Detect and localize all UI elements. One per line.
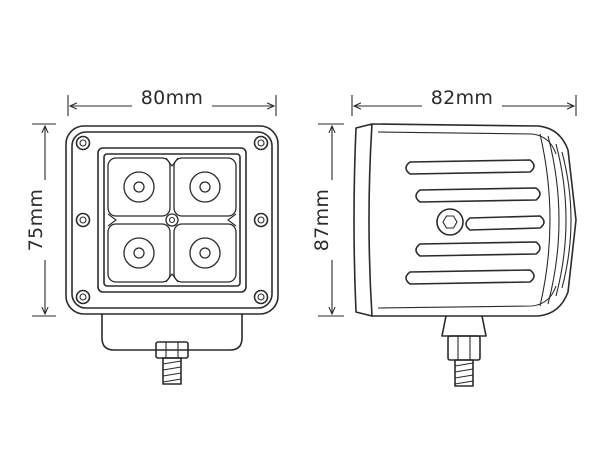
front-bolt bbox=[155, 341, 189, 385]
side-view: 82mm 87mm bbox=[311, 86, 577, 387]
front-height-label: 75mm bbox=[25, 189, 47, 251]
front-view: 80mm 75mm bbox=[25, 86, 279, 385]
side-front-bezel bbox=[353, 123, 373, 317]
side-width-label: 82mm bbox=[431, 87, 493, 109]
side-height-label: 87mm bbox=[311, 189, 333, 251]
side-cooling-fins bbox=[405, 159, 545, 285]
lens-frame-outer bbox=[97, 147, 247, 293]
led-bottom-right bbox=[173, 223, 237, 283]
led-bottom-left bbox=[107, 223, 171, 283]
center-screw bbox=[165, 213, 179, 227]
front-screws bbox=[75, 135, 269, 305]
front-mount-bracket bbox=[101, 313, 243, 351]
side-width-dimension: 82mm bbox=[351, 86, 577, 116]
front-width-label: 80mm bbox=[141, 87, 203, 109]
front-height-dimension: 75mm bbox=[25, 123, 56, 317]
side-hex-bolt bbox=[436, 208, 464, 236]
side-mount bbox=[441, 315, 487, 387]
side-rear-fins bbox=[539, 133, 572, 307]
front-housing-outer bbox=[65, 125, 279, 315]
lens-frame-inner bbox=[103, 153, 241, 287]
led-top-right bbox=[173, 157, 237, 217]
front-housing-inner bbox=[71, 131, 273, 309]
led-cluster bbox=[107, 157, 237, 283]
led-top-left bbox=[107, 157, 171, 217]
side-body-outline bbox=[371, 123, 577, 317]
front-width-dimension: 80mm bbox=[67, 86, 277, 116]
side-height-dimension: 87mm bbox=[311, 123, 344, 317]
